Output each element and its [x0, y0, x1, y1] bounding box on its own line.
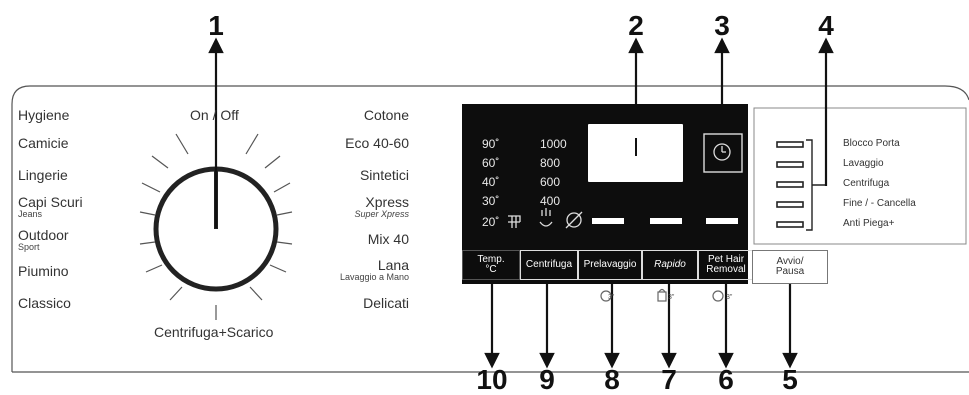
- button-sub-icons: [600, 288, 724, 302]
- led-bar-1: [592, 218, 624, 224]
- callout-2: 2: [628, 10, 644, 41]
- status-anti-piega: Anti Piega+: [843, 218, 895, 229]
- clock-icon: [713, 143, 731, 161]
- dial-bottom-label: Centrifuga+Scarico: [154, 324, 274, 340]
- speed-1000: 1000: [540, 137, 567, 151]
- program-sintetici[interactable]: Sintetici: [359, 167, 409, 183]
- temp-button-unit: °C: [485, 264, 497, 275]
- rapido-button-label: Rapido: [654, 258, 686, 270]
- prelavaggio-button[interactable]: Prelavaggio: [578, 250, 642, 280]
- pet-hair-icon: [712, 290, 724, 302]
- status-lavaggio: Lavaggio: [843, 158, 884, 169]
- prelavaggio-hold-label: 3": [608, 294, 615, 301]
- program-delicati[interactable]: Delicati: [363, 295, 409, 311]
- status-blocco-porta: Blocco Porta: [843, 138, 900, 149]
- program-capi-scuri-sub: Jeans: [18, 209, 43, 219]
- start-pause-button[interactable]: Avvio/Pausa: [752, 250, 828, 284]
- speed-600: 600: [540, 175, 561, 189]
- led-bar-2: [650, 218, 682, 224]
- callout-7: 7: [661, 364, 677, 395]
- callout-3: 3: [714, 10, 730, 41]
- steam-icon: [539, 208, 553, 227]
- callout-4: 4: [818, 10, 834, 41]
- program-piumino[interactable]: Piumino: [18, 263, 69, 279]
- program-lingerie[interactable]: Lingerie: [18, 167, 68, 183]
- program-xpress-sub: Super Xpress: [354, 209, 409, 219]
- program-mix-40[interactable]: Mix 40: [367, 231, 409, 247]
- program-outdoor-sub: Sport: [18, 242, 40, 252]
- callout-10: 10: [476, 364, 508, 395]
- prelavaggio-button-label: Prelavaggio: [583, 258, 637, 270]
- temp-30: 30˚: [482, 194, 500, 208]
- speed-400: 400: [540, 194, 561, 208]
- centrifuga-button-label: Centrifuga: [525, 258, 573, 270]
- callout-8: 8: [604, 364, 620, 395]
- temp-40: 40˚: [482, 175, 500, 189]
- dial-on-off-label: On / Off: [190, 107, 239, 123]
- callout-1: 1: [208, 10, 224, 41]
- no-spin-icon: [565, 211, 583, 229]
- program-camicie[interactable]: Camicie: [18, 135, 69, 151]
- callout-9: 9: [539, 364, 555, 395]
- lock-icon: [657, 291, 667, 302]
- status-centrifuga: Centrifuga: [843, 178, 890, 189]
- centrifuga-button[interactable]: Centrifuga: [520, 250, 578, 280]
- rapido-button[interactable]: Rapido: [642, 250, 698, 280]
- temp-button[interactable]: Temp.°C: [462, 250, 520, 280]
- rapido-hold-label: 3": [668, 294, 675, 301]
- led-bar-3: [706, 218, 738, 224]
- status-fine-cancella: Fine / - Cancella: [843, 198, 916, 209]
- program-cotone[interactable]: Cotone: [363, 107, 409, 123]
- temp-20: 20˚: [482, 215, 500, 229]
- temp-button-label: Temp.: [477, 253, 505, 265]
- delay-start-button: [703, 133, 743, 173]
- program-classico[interactable]: Classico: [18, 295, 71, 311]
- callout-6: 6: [718, 364, 734, 395]
- display-graphics: [508, 124, 743, 229]
- child-lock-prewash-icon: [600, 290, 612, 302]
- program-hygiene[interactable]: Hygiene: [18, 107, 70, 123]
- start-pause-label-2: Pausa: [775, 266, 805, 277]
- program-eco-40-60[interactable]: Eco 40-60: [345, 135, 409, 151]
- speed-800: 800: [540, 156, 561, 170]
- start-pause-label-1: Avvio/: [776, 255, 804, 267]
- temp-90: 90˚: [482, 137, 500, 151]
- cold-water-icon: [508, 215, 521, 228]
- pet-hair-label-2: Removal: [706, 264, 746, 275]
- callout-5: 5: [782, 364, 798, 395]
- pet-hair-label-1: Pet Hair: [707, 253, 745, 265]
- temp-60: 60˚: [482, 156, 500, 170]
- program-lana-sub: Lavaggio a Mano: [339, 272, 409, 282]
- pethair-hold-label: 3": [726, 294, 733, 301]
